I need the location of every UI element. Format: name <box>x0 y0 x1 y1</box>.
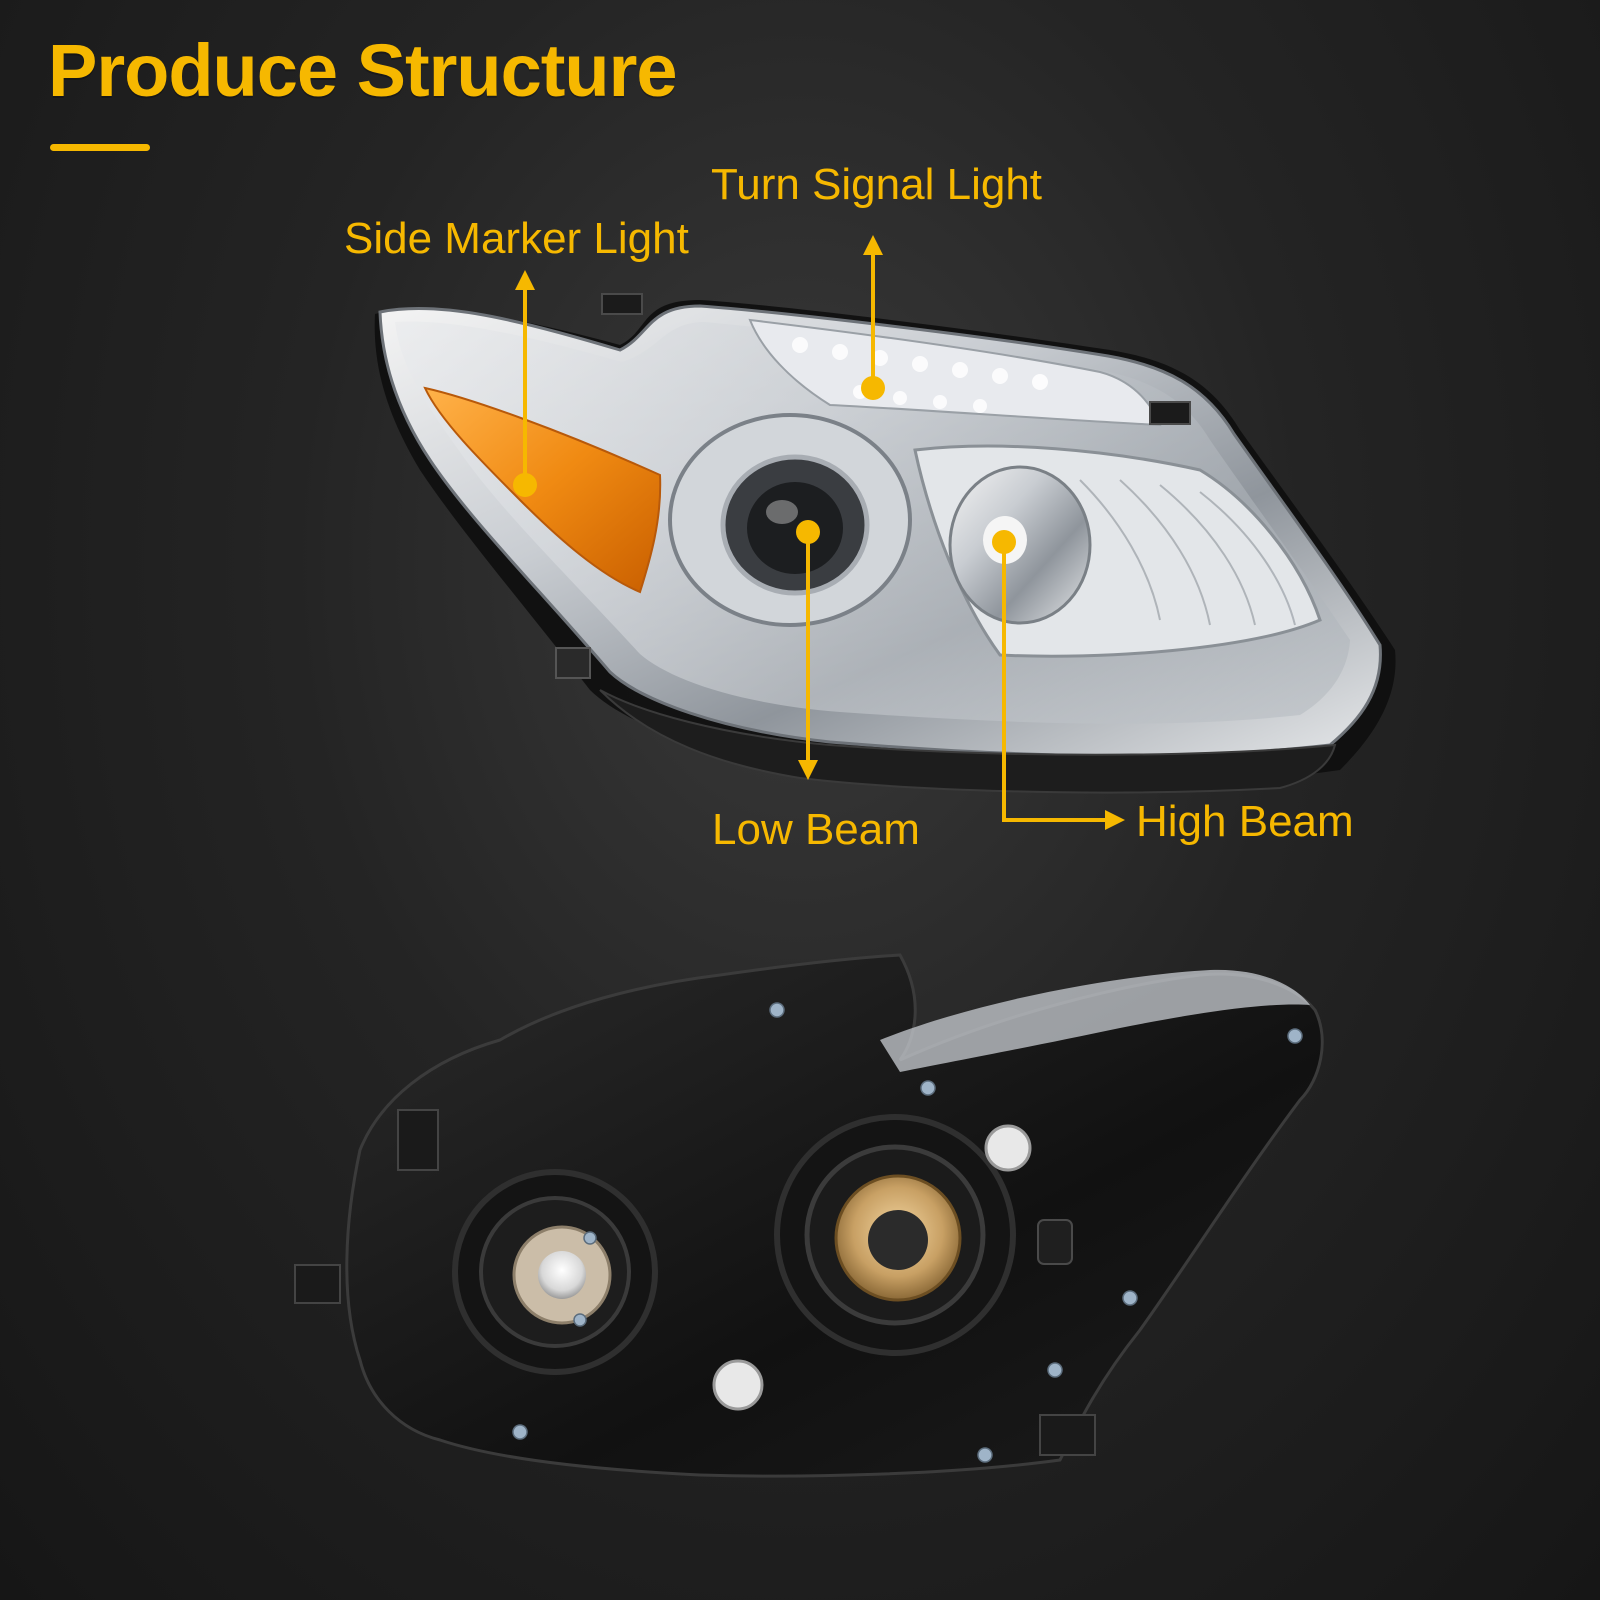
front-mount-tab-left <box>555 647 591 679</box>
low-beam-highlight <box>766 500 798 524</box>
rear-bracket-bottom-right <box>1039 1414 1096 1456</box>
front-headlight <box>374 293 1396 794</box>
page-title: Produce Structure <box>48 29 678 112</box>
low-beam-dot <box>796 520 820 544</box>
side-marker-lens <box>423 386 662 594</box>
rear-bracket-left <box>294 1264 341 1304</box>
side-marker-dot <box>513 473 537 497</box>
turn-signal-dot <box>861 376 885 400</box>
side-marker-label: Side Marker Light <box>344 214 689 263</box>
rear-left-bulb <box>538 1251 586 1299</box>
turn-signal-label: Turn Signal Light <box>711 160 1043 209</box>
rear-headlight <box>294 953 1324 1478</box>
reflector-ribs <box>1079 479 1296 626</box>
rear-small-screws <box>512 1002 1303 1463</box>
rear-right-socket-core <box>868 1210 928 1270</box>
low-beam-label: Low Beam <box>712 805 920 854</box>
low-beam-projector-lens <box>747 482 843 574</box>
front-mount-tab-right <box>1149 401 1191 425</box>
rear-adjuster-top <box>984 1124 1032 1172</box>
rear-connector <box>1037 1219 1073 1265</box>
high-beam-label: High Beam <box>1136 797 1354 846</box>
high-beam-leader <box>1002 542 1125 830</box>
high-beam-dot <box>992 530 1016 554</box>
rear-lens-edge <box>880 969 1310 1072</box>
rear-bracket-top-left <box>397 1109 439 1171</box>
front-mount-tab-top <box>601 293 643 315</box>
callout-lines <box>515 235 1125 830</box>
title-underline <box>50 144 150 151</box>
rear-adjuster-bottom <box>712 1359 764 1411</box>
callout-dots <box>513 376 1016 554</box>
